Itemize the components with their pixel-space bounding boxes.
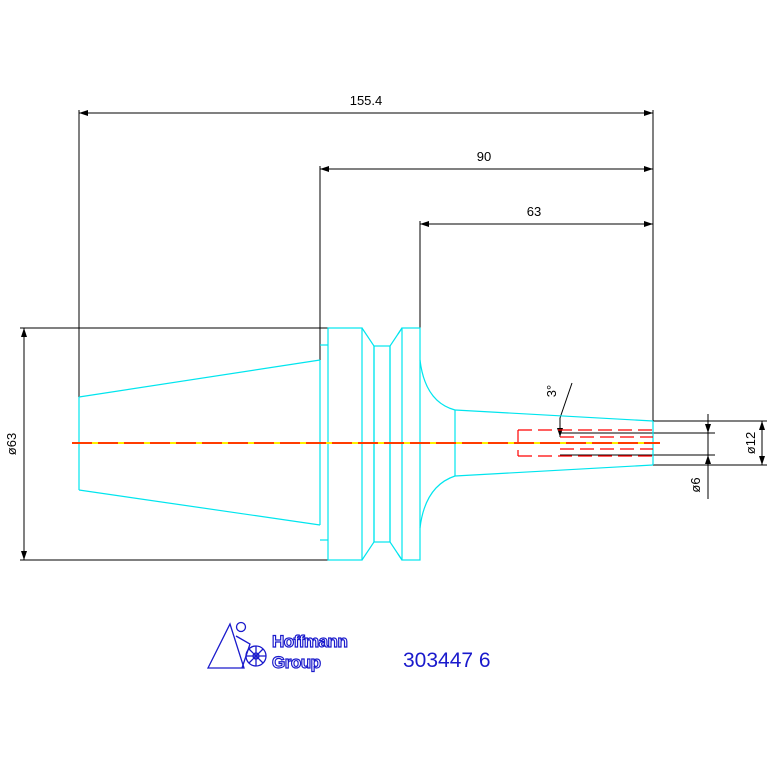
dim-diameter-63: ø63 (4, 433, 19, 455)
dim-length-90: 90 (477, 149, 491, 164)
dimension-arrows (21, 110, 765, 560)
dim-diameter-6: ø6 (688, 477, 703, 492)
hidden-bore (517, 429, 653, 457)
logo-mark-icon (206, 621, 267, 669)
dim-diameter-12: ø12 (743, 432, 758, 454)
brand-line-1: Hoffmann (272, 632, 347, 651)
dim-length-63: 63 (527, 204, 541, 219)
hoffmann-group-logo: Hoffmann Group (206, 621, 349, 673)
dimension-lines (20, 110, 767, 561)
dim-overall-length: 155.4 (350, 93, 383, 108)
part-number: 303447 6 (403, 649, 491, 672)
brand-line-2: Group (272, 653, 321, 672)
dim-taper-angle: 3° (544, 385, 559, 397)
